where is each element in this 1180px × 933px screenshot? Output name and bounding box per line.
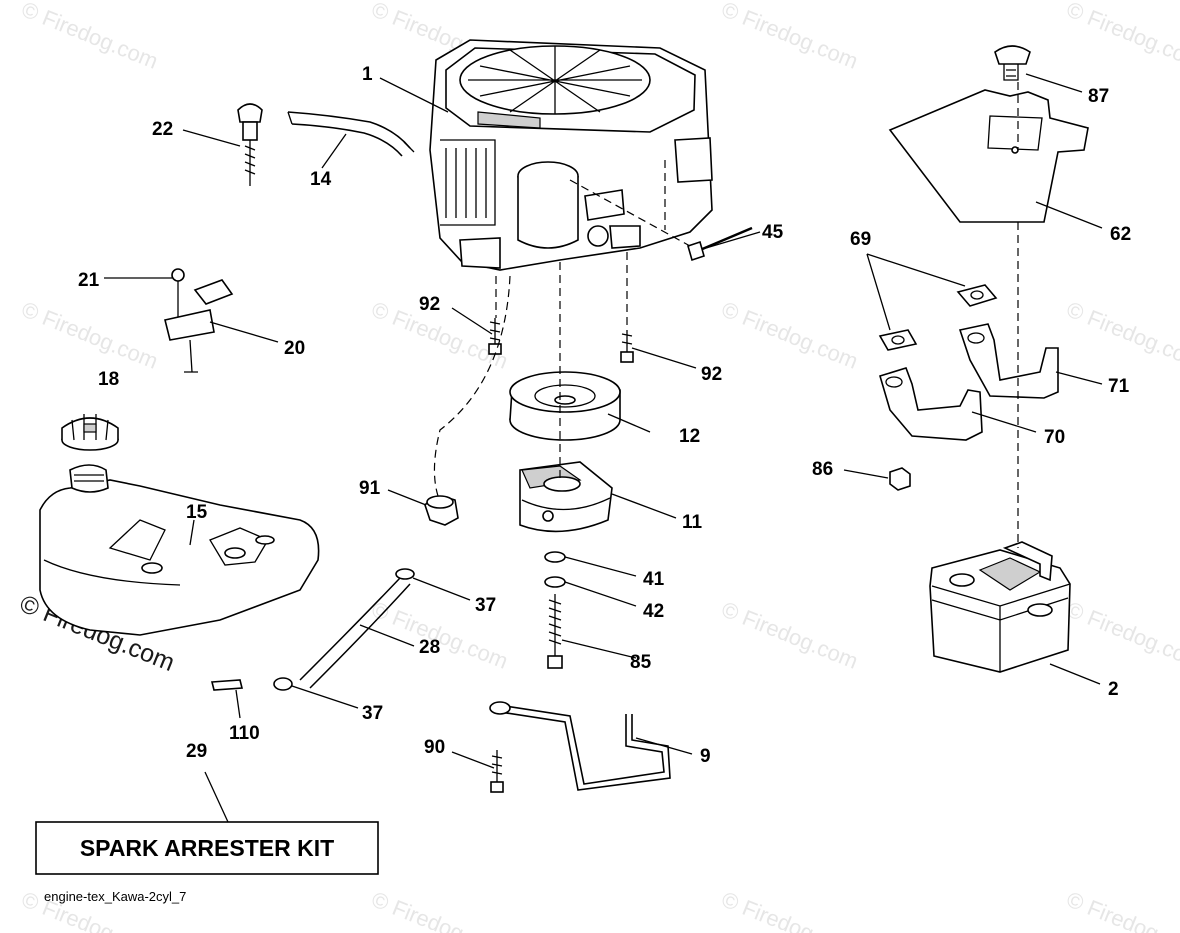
fitting-drawing <box>210 679 244 691</box>
callout-label: 18 <box>98 369 119 390</box>
callout-label: 92 <box>701 364 722 385</box>
grommet-drawing <box>424 495 459 526</box>
callout-labels: 1 14 22 45 92 92 21 20 18 12 91 11 15 41… <box>78 64 1131 767</box>
nut-drawing <box>889 467 911 491</box>
callout-label: 62 <box>1110 224 1131 245</box>
leader-lines <box>104 73 1103 823</box>
watermark: © Firedog.com <box>718 596 861 673</box>
watermark: © Firedog.com <box>1063 296 1180 373</box>
bracket-drawing <box>164 268 234 373</box>
callout-label: 2 <box>1108 679 1119 700</box>
fuel-tank-drawing <box>39 464 320 636</box>
muffler-drawing <box>929 541 1071 673</box>
fuel-line-drawing <box>273 568 415 691</box>
bolt-drawing <box>687 226 753 262</box>
callout-label: 12 <box>679 426 700 447</box>
gasket-drawing <box>878 284 998 351</box>
assembly-lines <box>433 82 1019 548</box>
callout-label: 41 <box>643 569 665 590</box>
callout-label: 70 <box>1044 427 1065 448</box>
bolt-drawing <box>620 330 634 363</box>
washer-drawing <box>544 551 566 563</box>
bolt-drawing <box>547 594 563 669</box>
watermark: © Firedog.com <box>718 0 861 74</box>
watermark: © Firedog.com <box>1063 886 1180 933</box>
kit-label: SPARK ARRESTER KIT <box>80 835 334 861</box>
spark-arrester-kit-box: SPARK ARRESTER KIT <box>35 821 379 875</box>
callout-label: 86 <box>812 459 833 480</box>
callout-label: 21 <box>78 270 100 291</box>
callout-label: 37 <box>475 595 496 616</box>
callout-label: 90 <box>424 737 445 758</box>
callout-label: 28 <box>419 637 440 658</box>
watermark: © Firedog.com <box>18 296 161 373</box>
callout-label: 22 <box>152 119 173 140</box>
callout-label: 37 <box>362 703 383 724</box>
washer-drawing <box>544 576 566 588</box>
watermark: © Firedog.com <box>1063 0 1180 74</box>
knob-drawing <box>237 103 263 186</box>
watermark: © Firedog.com <box>368 886 511 933</box>
callout-label: 69 <box>850 229 871 250</box>
exhaust-pipe-drawing <box>879 323 1059 441</box>
callout-label: 14 <box>310 169 332 190</box>
callout-label: 85 <box>630 652 652 673</box>
engine-drawing <box>429 39 713 271</box>
callout-label: 71 <box>1108 376 1130 397</box>
bolt-drawing <box>488 318 502 355</box>
callout-label: 20 <box>284 338 305 359</box>
pulley-drawing <box>509 371 621 441</box>
callout-label: 9 <box>700 746 711 767</box>
clutch-drawing <box>519 461 613 533</box>
callout-label: 91 <box>359 478 381 499</box>
heat-shield-drawing <box>888 45 1089 223</box>
callout-label: 15 <box>186 502 208 523</box>
callout-label: 110 <box>229 723 260 744</box>
callout-label: 11 <box>682 512 703 533</box>
rod-drawing <box>489 701 671 793</box>
callout-label: 45 <box>762 222 784 243</box>
watermark: © Firedog.com <box>718 886 861 933</box>
callout-label: 1 <box>362 64 373 85</box>
fuel-cap-drawing <box>61 414 119 451</box>
callout-label: 87 <box>1088 86 1109 107</box>
watermark: © Firedog.com <box>18 0 161 74</box>
watermark: © Firedog.com <box>1063 596 1180 673</box>
fuel-hose-drawing <box>287 111 411 157</box>
callout-label: 42 <box>643 601 664 622</box>
callout-label: 92 <box>419 294 440 315</box>
callout-label: 29 <box>186 741 207 762</box>
diagram-caption: engine-tex_Kawa-2cyl_7 <box>44 889 186 904</box>
watermark: © Firedog.com <box>718 296 861 373</box>
